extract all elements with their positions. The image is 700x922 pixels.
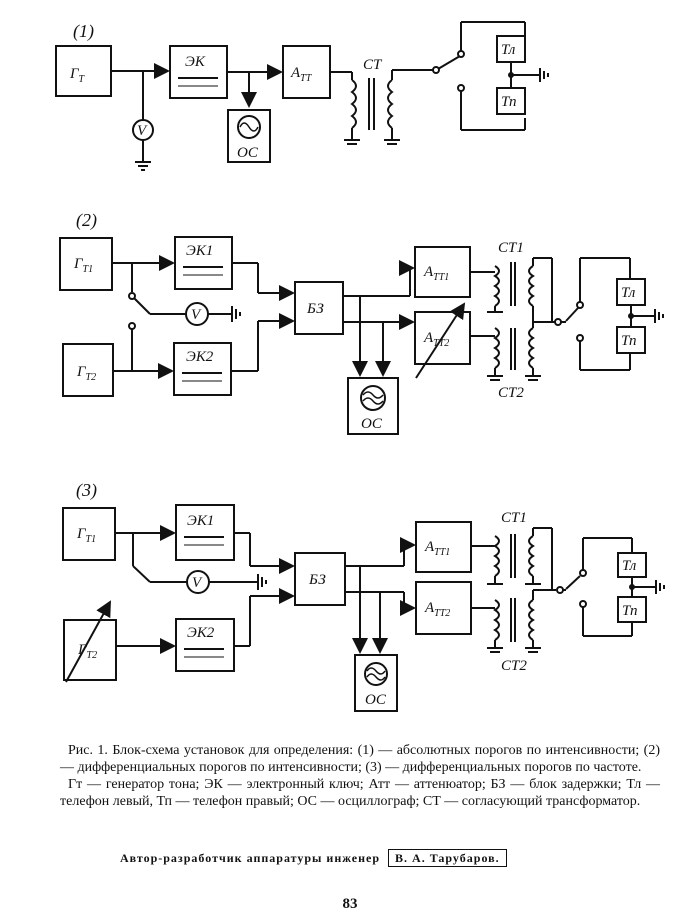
electronic-key-2-label: ЭК2 — [186, 349, 214, 365]
attenuator-3b-label: АТТ2 — [424, 600, 450, 619]
tone-generator-block — [55, 45, 112, 97]
attenuator-2-block — [414, 311, 471, 365]
attenuator-2-label: АТТ2 — [423, 330, 449, 349]
delay-3-label: БЗ — [308, 572, 326, 588]
transformer-3a-label: СТ1 — [501, 510, 527, 526]
oscilloscope-3-label: ОС — [365, 692, 387, 708]
phone-left-label: Тл — [501, 42, 516, 58]
tone-generator-3b-label: ГТ2 — [77, 642, 97, 661]
transformer-2-primary — [493, 327, 500, 369]
transformer-1-secondary — [528, 265, 535, 307]
electronic-key-3b-label: ЭК2 — [187, 625, 215, 641]
tone-generator-3b-block — [63, 619, 117, 681]
phone-right-2-label: Тп — [621, 333, 636, 349]
oscilloscope-3-block — [354, 654, 398, 712]
delay-label: БЗ — [306, 301, 324, 317]
diagram-2 — [59, 236, 664, 435]
electronic-key-label: ЭК — [185, 54, 206, 70]
author-text: Автор-разработчик аппаратуры инженер — [120, 851, 381, 865]
oscilloscope-2-block — [347, 377, 399, 435]
diagram-3 — [62, 504, 665, 712]
page-number: 83 — [342, 896, 358, 912]
voltmeter-3-label: V — [192, 575, 203, 591]
transformer-3b-primary — [493, 599, 500, 641]
transformer-3a-secondary — [528, 535, 535, 577]
diagram-3-number: (3) — [76, 480, 97, 501]
attenuator-label: АТТ — [290, 65, 313, 84]
transformer-primary-coil — [350, 79, 357, 129]
transformer-3b-label: СТ2 — [501, 658, 527, 674]
oscilloscope-label: ОС — [237, 145, 259, 161]
voltmeter-2-label: V — [191, 307, 202, 323]
transformer-1-primary — [493, 265, 500, 307]
diagram-1-number: (1) — [73, 21, 94, 42]
electronic-key-2-block — [173, 342, 232, 396]
author-line: Автор-разработчик аппаратуры инженер В. … — [120, 849, 507, 867]
attenuator-1-label: АТТ1 — [423, 264, 449, 283]
author-name-box: В. А. Тарубаров. — [388, 849, 507, 867]
block-diagram: (1) ГТ ЭК АТТ V ОС СТ Тл Тп (2) ГТ1 ГТ2 … — [55, 21, 665, 712]
tone-generator-3a-label: ГТ1 — [76, 526, 96, 545]
phone-right-3-label: Тп — [622, 603, 637, 619]
electronic-key-1-label: ЭК1 — [186, 243, 213, 259]
tone-generator-label: ГТ — [69, 66, 86, 85]
voltmeter-label: V — [137, 123, 148, 139]
attenuator-3a-label: АТТ1 — [424, 539, 450, 558]
electronic-key-3a-label: ЭК1 — [187, 513, 214, 529]
transformer-2-label: СТ2 — [498, 385, 524, 401]
transformer-3a-primary — [493, 535, 500, 577]
phone-left-3-label: Тл — [622, 558, 637, 574]
tone-generator-2-label: ГТ2 — [76, 364, 96, 383]
transformer-secondary-coil — [387, 79, 394, 129]
figure-caption: Рис. 1. Блок-схема установок для определ… — [60, 742, 660, 810]
transformer-label: СТ — [363, 57, 383, 73]
transformer-2-secondary — [528, 327, 535, 369]
phone-right-label: Тп — [501, 94, 516, 110]
tone-generator-1-label: ГТ1 — [73, 256, 93, 275]
delay-3-block — [294, 552, 346, 606]
delay-block — [294, 281, 344, 335]
oscilloscope-block — [227, 109, 271, 163]
diagram-2-number: (2) — [76, 210, 97, 231]
caption-legend: Гт — генератор тона; ЭК — электронный кл… — [60, 777, 660, 809]
diagram-1 — [55, 21, 549, 171]
tone-generator-2-block — [62, 343, 114, 397]
transformer-1-label: СТ1 — [498, 240, 524, 256]
oscilloscope-2-label: ОС — [361, 416, 383, 432]
phone-left-2-label: Тл — [621, 285, 636, 301]
transformer-3b-secondary — [528, 599, 535, 641]
caption-title: Рис. 1. Блок-схема установок для определ… — [60, 743, 660, 775]
